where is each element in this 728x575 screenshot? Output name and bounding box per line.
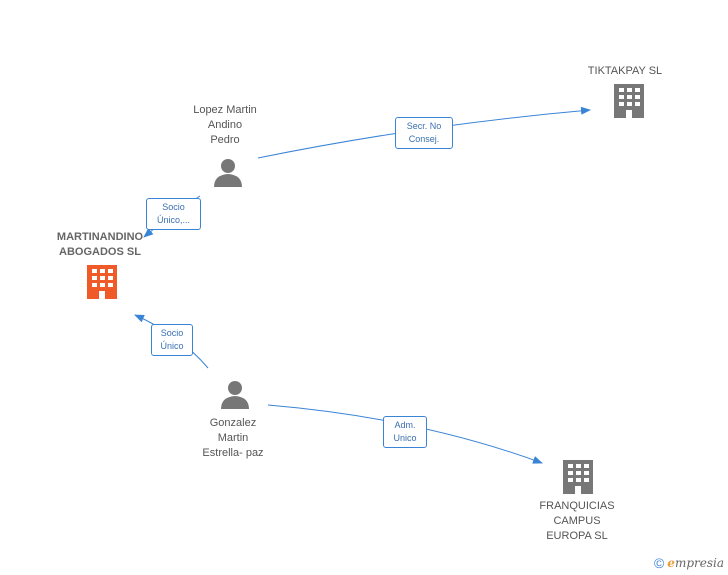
node-label-tiktakpay[interactable]: TIKTAKPAY SL — [587, 65, 663, 77]
edge-label-socio-unico-gonzalez[interactable]: Socio Único — [151, 324, 193, 356]
person-icon[interactable] — [214, 159, 242, 187]
edge-label-secr-no-consej[interactable]: Secr. No Consej. — [395, 117, 453, 149]
person-icon[interactable] — [221, 381, 249, 409]
node-label-martinandino[interactable]: MARTINANDINO ABOGADOS SL — [56, 231, 144, 258]
node-label-lopez[interactable]: Lopez Martin Andino Pedro — [193, 104, 257, 146]
empresia-logo: empresia — [667, 556, 724, 570]
building-icon[interactable] — [563, 460, 593, 494]
edge-label-socio-unico-lopez[interactable]: Socio Único,... — [146, 198, 201, 230]
edge-label-adm-unico[interactable]: Adm. Unico — [383, 416, 427, 448]
node-label-franquicias[interactable]: FRANQUICIAS CAMPUS EUROPA SL — [539, 500, 615, 542]
building-icon-main[interactable] — [87, 265, 117, 299]
node-label-gonzalez[interactable]: Gonzalez Martin Estrella- paz — [202, 417, 264, 459]
building-icon[interactable] — [614, 84, 644, 118]
empresia-watermark: © empresia — [654, 555, 724, 571]
copyright-icon: © — [653, 555, 665, 571]
